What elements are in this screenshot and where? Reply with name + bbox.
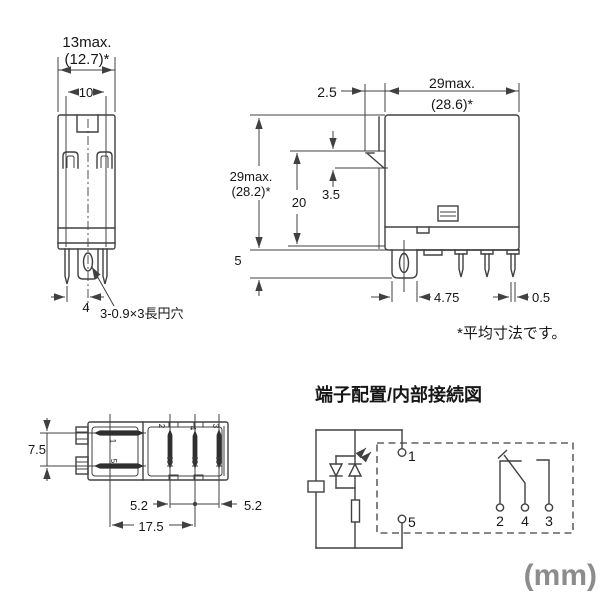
bottom-view: 1 5 2 4 3 7.5 5.2 5.2 17.5 [28,414,262,534]
front-body-outline [57,114,116,250]
resistor-symbol [350,499,361,523]
dim-side-case-height: 20 [292,195,306,210]
unit-label: (mm) [524,559,597,592]
dim-front-width-max: 13max. [62,34,111,51]
front-oblong-hole [82,252,94,272]
terminal-3-node [544,503,554,512]
dim-bottom-row-pitch: 17.5 [138,519,163,534]
contact-terminal-3-line [536,459,550,505]
dim-side-tab-width: 4.75 [434,290,459,305]
bottom-label-3: 3 [211,424,220,429]
bottom-label-5: 5 [109,459,118,464]
contact-blade [503,454,526,505]
slot-terminal-4 [192,430,198,469]
slot-terminal-2 [167,429,173,469]
bottom-label-4: 4 [188,426,197,431]
hole-leader [91,266,115,307]
side-base-tab [416,226,430,234]
dim-front-pin-offset: 4 [82,300,89,315]
front-view: 13max. (12.7)* 10 4 3-0.9×3長円穴 [51,34,183,321]
bottom-body-outline [87,421,229,481]
led-symbol [347,462,363,477]
bottom-label-2: 2 [157,424,166,429]
front-pin-left [64,248,70,285]
slot-terminal-3 [216,429,222,469]
dim-side-base-height: 5 [234,253,241,268]
front-top-notch [76,114,99,133]
side-pin-1 [458,253,464,278]
circuit-diagram: 端子配置/内部接続図 1 5 2 4 [307,384,574,549]
circuit-dashed-boundary [376,442,574,534]
dim-side-latch-step: 3.5 [322,187,340,202]
dim-side-width-max: 29max. [429,75,475,91]
circuit-title: 端子配置/内部接続図 [315,384,482,405]
terminal-2-node [495,503,505,512]
contact-terminal-2-line [499,460,522,505]
side-pin-3 [510,253,516,278]
led-emission-arrow [360,451,372,463]
coil-symbol [307,480,325,493]
contact-tip [497,449,508,459]
circuit-label-1: 1 [408,448,416,464]
circuit-label-3: 3 [545,513,553,529]
slot-terminal-1 [94,430,144,436]
side-body-outline [384,114,520,251]
bottom-tab-upper [75,426,89,445]
circuit-label-5: 5 [408,514,416,530]
dim-side-latch-offset: 2.5 [317,84,337,100]
front-cutout-left [62,151,79,169]
dim-side-pin-thickness: 0.5 [532,290,550,305]
led-emission-arrow [355,447,367,459]
dim-bottom-coil-pitch: 7.5 [28,442,46,457]
diode-symbol [328,463,344,478]
dim-side-height-avg: (28.2)* [231,184,270,199]
circuit-label-2: 2 [496,513,504,529]
dim-side-width-avg: (28.6)* [431,96,474,112]
side-view: 29max. (28.6)* 2.5 29max. (28.2)* 20 3.5… [230,75,567,342]
side-latch-plate [437,205,459,222]
circuit-label-4: 4 [521,513,529,529]
average-note: *平均寸法です。 [457,325,566,342]
side-pin-2 [484,253,490,278]
dim-bottom-pitch-b: 5.2 [244,498,262,513]
front-pin-right [102,248,108,285]
slot-terminal-5 [94,463,144,469]
bottom-label-1: 1 [108,439,117,444]
dim-side-height-max: 29max. [230,169,273,184]
terminal-4-node [520,503,530,512]
dim-bottom-pitch-a: 5.2 [130,498,148,513]
terminal-5-node [397,514,407,524]
dim-front-pin-pitch: 10 [79,85,93,100]
dim-front-width-avg: (12.7)* [64,51,109,68]
front-hole-note: 3-0.9×3長円穴 [100,306,183,321]
front-cutout-right [96,151,113,169]
terminal-1-node [397,448,407,458]
